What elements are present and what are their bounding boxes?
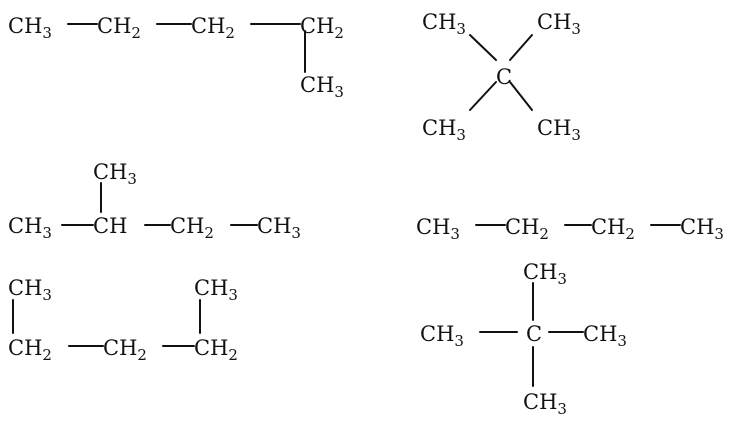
atom-subscript: 3: [571, 126, 581, 144]
atom-label: CH3: [8, 14, 52, 42]
atom-subscript: 3: [714, 225, 724, 243]
atom-subscript: 3: [334, 83, 344, 101]
bond-line: [469, 34, 497, 61]
atom-symbol: CH: [191, 14, 225, 38]
atom-symbol: CH: [523, 260, 557, 284]
atom-label: CH3: [583, 322, 627, 350]
atom-subscript: 2: [42, 346, 52, 364]
atom-label: CH2: [170, 214, 214, 242]
atom-label: CH3: [420, 322, 464, 350]
atom-label: CH3: [194, 276, 238, 304]
atom-symbol: CH: [194, 336, 228, 360]
atom-subscript: 3: [557, 400, 567, 418]
atom-symbol: C: [526, 322, 542, 346]
atom-label: CH2: [300, 14, 344, 42]
atom-symbol: CH: [300, 73, 334, 97]
atom-symbol: CH: [680, 215, 714, 239]
atom-symbol: CH: [537, 10, 571, 34]
atom-symbol: CH: [257, 214, 291, 238]
atom-symbol: CH: [422, 116, 456, 140]
atom-label: CH3: [416, 215, 460, 243]
atom-subscript: 3: [454, 332, 464, 350]
atom-label: CH: [93, 214, 127, 238]
atom-subscript: 2: [137, 346, 147, 364]
atom-symbol: CH: [93, 160, 127, 184]
atom-subscript: 3: [127, 170, 137, 188]
atom-symbol: CH: [537, 116, 571, 140]
atom-symbol: CH: [8, 336, 42, 360]
atom-subscript: 3: [42, 286, 52, 304]
atom-subscript: 3: [228, 286, 238, 304]
atom-symbol: CH: [93, 214, 127, 238]
atom-symbol: CH: [194, 276, 228, 300]
atom-label: CH2: [194, 336, 238, 364]
atom-symbol: CH: [523, 390, 557, 414]
atom-label: CH2: [97, 14, 141, 42]
atom-subscript: 2: [204, 224, 214, 242]
atom-subscript: 3: [456, 20, 466, 38]
atom-label: CH2: [191, 14, 235, 42]
atom-subscript: 3: [291, 224, 301, 242]
atom-symbol: CH: [416, 215, 450, 239]
atom-label: CH3: [300, 73, 344, 101]
atom-symbol: CH: [422, 10, 456, 34]
atom-label: CH3: [257, 214, 301, 242]
atom-subscript: 3: [557, 270, 567, 288]
atom-symbol: CH: [103, 336, 137, 360]
atom-symbol: CH: [170, 214, 204, 238]
atom-symbol: CH: [97, 14, 131, 38]
atom-label: CH3: [8, 214, 52, 242]
atom-subscript: 3: [42, 224, 52, 242]
atom-label: CH3: [680, 215, 724, 243]
atom-subscript: 2: [225, 24, 235, 42]
atom-label: CH2: [505, 215, 549, 243]
atom-label: CH2: [8, 336, 52, 364]
atom-symbol: C: [496, 65, 512, 89]
atom-symbol: CH: [591, 215, 625, 239]
atom-label: CH3: [537, 10, 581, 38]
atom-subscript: 2: [131, 24, 141, 42]
atom-subscript: 2: [228, 346, 238, 364]
atom-symbol: CH: [8, 276, 42, 300]
atom-symbol: CH: [300, 14, 334, 38]
bond-line: [509, 34, 533, 61]
atom-label: CH2: [591, 215, 635, 243]
atom-symbol: CH: [505, 215, 539, 239]
atom-subscript: 3: [617, 332, 627, 350]
atom-symbol: CH: [583, 322, 617, 346]
atom-subscript: 3: [456, 126, 466, 144]
atom-label: CH2: [103, 336, 147, 364]
atom-label: CH3: [537, 116, 581, 144]
atom-label: CH3: [8, 276, 52, 304]
atom-symbol: CH: [8, 214, 42, 238]
bond-line: [469, 81, 497, 111]
atom-symbol: CH: [420, 322, 454, 346]
atom-label: CH3: [523, 260, 567, 288]
atom-label: C: [526, 322, 542, 346]
atom-label: CH3: [422, 10, 466, 38]
atom-label: CH3: [422, 116, 466, 144]
atom-subscript: 3: [450, 225, 460, 243]
atom-subscript: 3: [42, 24, 52, 42]
atom-subscript: 2: [625, 225, 635, 243]
atom-subscript: 2: [334, 24, 344, 42]
atom-symbol: CH: [8, 14, 42, 38]
atom-label: CH3: [523, 390, 567, 418]
bond-line: [509, 81, 533, 111]
atom-label: C: [496, 65, 512, 89]
atom-subscript: 3: [571, 20, 581, 38]
atom-label: CH3: [93, 160, 137, 188]
atom-subscript: 2: [539, 225, 549, 243]
